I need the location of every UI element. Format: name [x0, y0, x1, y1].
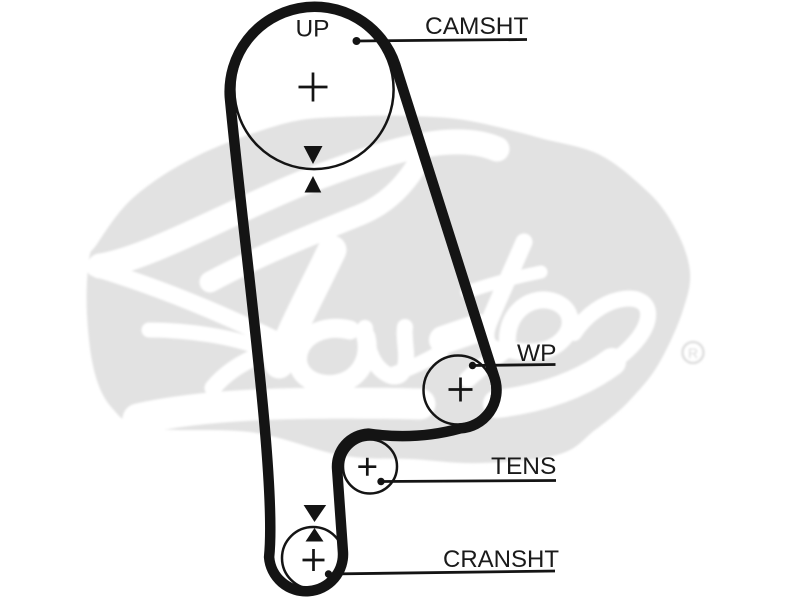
svg-text:CAMSHT: CAMSHT [425, 13, 528, 40]
svg-text:R: R [688, 345, 698, 361]
svg-text:TENS: TENS [491, 453, 556, 480]
svg-text:WP: WP [517, 340, 556, 367]
svg-text:CRANSHT: CRANSHT [443, 546, 559, 573]
svg-text:UP: UP [295, 16, 329, 43]
